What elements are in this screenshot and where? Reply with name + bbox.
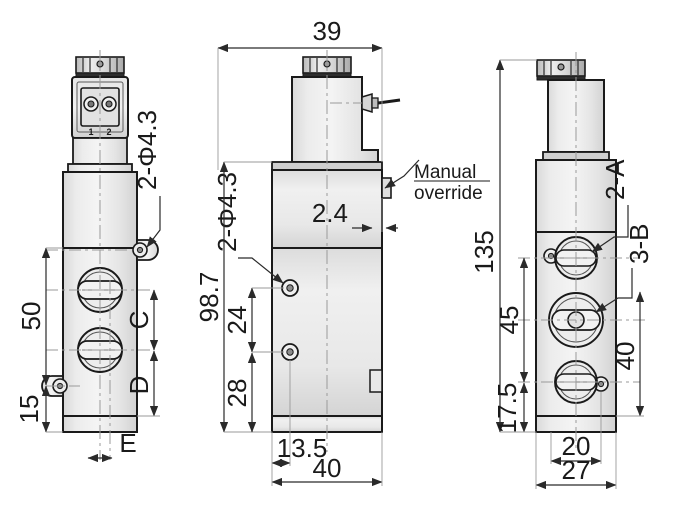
dim-24: 24 (222, 287, 284, 353)
front-view-hole-note-text: 2-Φ4.3 (132, 110, 162, 190)
dim-17-5: 17.5 (492, 382, 536, 434)
connector-terminal-2-label: 2 (106, 127, 111, 137)
dim-39: 39 (217, 16, 383, 170)
bottom-view-group: 2-A 3-B 135 45 17.5 40 (469, 52, 654, 490)
dim-50: 50 (16, 247, 63, 386)
dim-27: 27 (535, 432, 617, 490)
bottom-view-port-axes (518, 257, 648, 383)
manual-override-annotation: Manual override (384, 159, 490, 204)
port-note-a-text: 2-A (600, 159, 630, 200)
dim-50-text: 50 (16, 302, 46, 331)
front-view-port-axes (46, 249, 154, 387)
dim-28-text: 28 (222, 379, 252, 408)
dim-45-text: 45 (494, 306, 524, 335)
dim-40-side: 40 (271, 432, 383, 487)
dim-13-5-text: 13.5 (277, 433, 328, 463)
dim-C: C (124, 289, 159, 351)
dim-15-text: 15 (14, 395, 44, 424)
dim-98-7: 98.7 (194, 161, 272, 433)
dim-20: 20 (550, 392, 602, 466)
manual-override-label-line2: override (414, 183, 483, 204)
dim-2-4: 2.4 (312, 198, 398, 233)
dim-2-4-text: 2.4 (312, 198, 348, 228)
front-view-center-lines (99, 50, 111, 460)
front-view-hole-note: 2-Φ4.3 (132, 110, 162, 248)
side-view-hole-note-text: 2-Φ4.3 (212, 172, 242, 252)
manual-override-label-line1: Manual (414, 162, 476, 183)
dim-40-bottom: 40 (610, 291, 645, 417)
dim-24-text: 24 (222, 306, 252, 335)
dim-D: D (124, 350, 160, 417)
dim-D-text: D (124, 376, 154, 395)
dim-135-text: 135 (469, 230, 499, 273)
dim-40-bottom-text: 40 (610, 342, 640, 371)
dim-40-side-text: 40 (313, 453, 342, 483)
dim-E: E (87, 428, 137, 463)
dim-17-5-text: 17.5 (492, 383, 522, 434)
dim-27-text: 27 (562, 455, 591, 485)
dim-C-text: C (124, 311, 154, 330)
port-note-b: 3-B (595, 224, 654, 313)
dim-20-text: 20 (562, 431, 591, 461)
side-view-group: 39 2.4 Manual override 2-Φ4.3 98.7 (194, 16, 490, 487)
dim-15: 15 (14, 385, 63, 433)
bottom-view-top-cap (536, 59, 586, 81)
dim-45: 45 (494, 257, 529, 383)
port-note-a: 2-A (591, 159, 630, 253)
dim-135: 135 (469, 59, 537, 433)
dim-E-text: E (119, 428, 136, 458)
dim-39-text: 39 (313, 16, 342, 46)
connector-terminal-1-label: 1 (88, 127, 93, 137)
dim-98-7-text: 98.7 (194, 272, 224, 323)
front-view-group: 1 2 (14, 50, 162, 463)
dim-13-5: 13.5 (271, 360, 328, 468)
dim-28: 28 (222, 352, 257, 433)
port-note-b-text: 3-B (624, 224, 654, 264)
